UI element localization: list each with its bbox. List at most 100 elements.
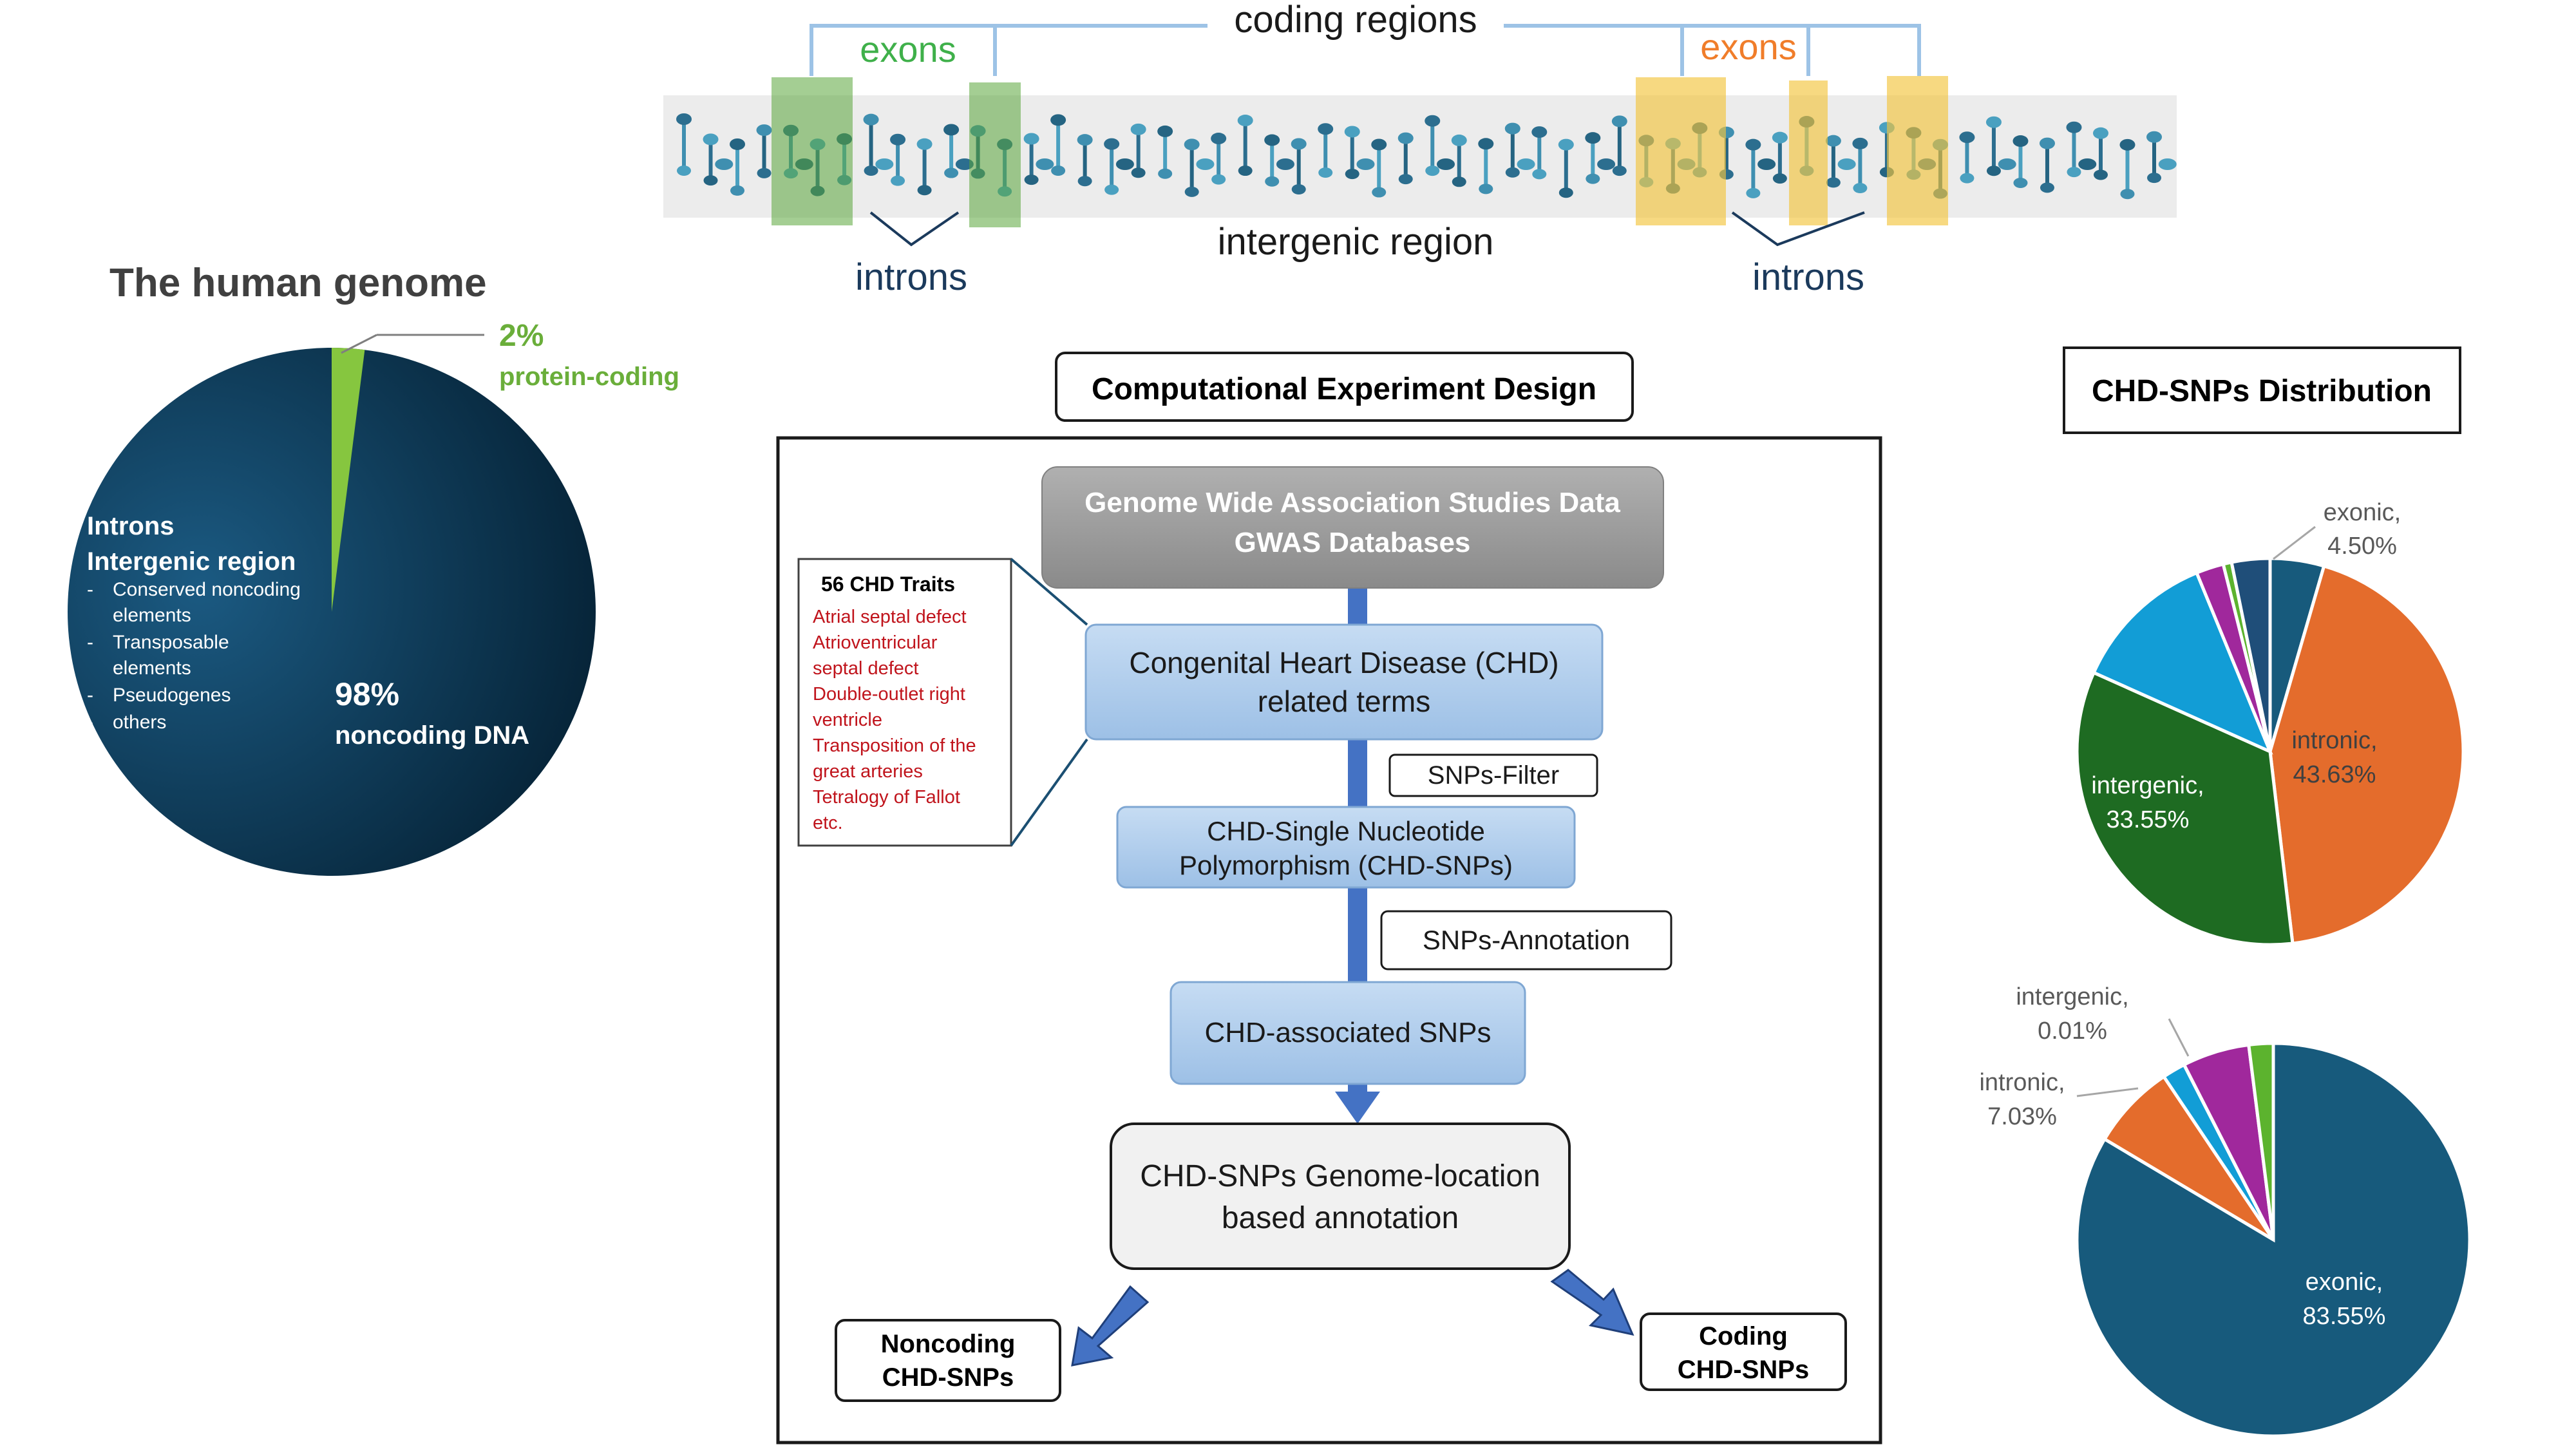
dna-nucleotide [1531,126,1548,138]
dna-nucleotide [1532,169,1547,180]
pie2-exonic-value: 83.55% [2303,1303,2386,1330]
dna-nucleotide [1023,133,1039,145]
genome-pie-coding-slice [332,348,365,612]
dna-nucleotide [757,167,772,178]
genome-list-item-cont: elements [113,658,191,679]
genome-location-line1: CHD-SNPs Genome-location [1140,1159,1540,1193]
dna-nucleotide [1825,135,1841,147]
dna-nucleotide [2158,158,2177,170]
dna-nucleotide [1745,138,1761,151]
chd-terms-line2: related terms [1258,685,1430,718]
dna-nucleotide [864,166,878,176]
distribution-title-box [2063,346,2461,434]
exon-highlight-yellow-1 [1636,77,1726,225]
dna-nucleotide [1184,186,1199,197]
pie1-exonic-label: exonic, [2324,499,2401,526]
pie1-exonic-value: 4.50% [2327,533,2397,560]
dna-nucleotide [1158,168,1173,179]
dna-nucleotide [944,167,959,178]
dna-nucleotide [1505,167,1520,178]
gwas-line1: Genome Wide Association Studies Data [1084,487,1620,518]
pie2-intergenic-label: intergenic, [2016,983,2128,1010]
flow-connector-arrowhead [1335,1092,1380,1124]
noncoding-arrow [1071,1285,1150,1367]
dna-nucleotide [1345,169,1359,180]
dna-nucleotide [730,185,745,196]
chd-associated-label: CHD-associated SNPs [1204,1017,1491,1048]
dna-strip: coding regions exons exons introns intro… [663,0,2177,298]
dna-nucleotide [1504,122,1520,135]
dna-nucleotide [1959,131,1975,144]
dna-nucleotide [1291,184,1306,194]
dna-nucleotide [1985,116,2002,128]
pie2-intergenic-value: 0.01% [2038,1018,2107,1045]
exon-highlight-yellow-3 [1887,76,1948,225]
dna-nucleotide [677,166,691,176]
dna-nucleotide [1479,184,1493,194]
genome-title: The human genome [109,261,487,305]
traits-title: 56 CHD Traits [821,573,955,596]
introns-right-label: introns [1752,256,1864,298]
dna-nucleotide [1960,173,1975,184]
trait-item: Tetralogy of Fallot [813,787,960,808]
dna-nucleotide [1558,138,1574,151]
dna-nucleotide [1115,158,1134,170]
dna-nucleotide [943,124,960,136]
dna-nucleotide [1986,166,2001,176]
genome-list-item: Pseudogenes [113,685,231,706]
exons-right-label: exons [1700,26,1796,67]
dna-nucleotide [1451,134,1467,146]
pie2-exonic-label: exonic, [2306,1269,2383,1296]
genome-list-bullet: - [87,579,93,600]
noncoding-snps-line2: CHD-SNPs [882,1363,1014,1392]
genome-noncoding-label: noncoding DNA [335,721,529,750]
dna-nucleotide [1371,138,1387,151]
gwas-box [1041,466,1664,589]
dna-nucleotide [1425,115,1441,127]
coding-snps-box [1640,1312,1847,1391]
dna-nucleotide [1157,125,1173,137]
dna-nucleotide [1437,158,1455,170]
dna-nucleotide [2146,131,2162,143]
trait-item: Atrial septal defect [813,607,967,627]
design-panel: Computational Experiment Design Genome W… [776,352,1882,1444]
genome-coding-leader [341,334,377,354]
dna-nucleotide [1372,187,1387,198]
pie-slice [2091,571,2273,755]
traits-box [797,558,1012,847]
coding-snps-line1: Coding [1699,1322,1788,1350]
genome-location-line2: based annotation [1222,1201,1459,1235]
introns-left-label: introns [855,256,967,298]
dna-nucleotide [715,158,734,170]
dna-nucleotide [1196,158,1215,170]
pie-slice-intronic [2102,1074,2275,1242]
coding-snps-line2: CHD-SNPs [1678,1356,1809,1384]
dna-nucleotide [1104,138,1120,150]
chd-snp-line1: CHD-Single Nucleotide [1207,816,1485,846]
dna-nucleotide [1036,158,1054,170]
noncoding-snps-box [835,1319,1061,1402]
dna-nucleotide [676,113,692,125]
dna-nucleotide [703,175,718,186]
dna-nucleotide [891,175,905,186]
pie1-intergenic-label: intergenic, [2091,772,2204,799]
snps-filter-label: SNPs-Filter [1428,761,1559,790]
dna-nucleotide [1398,174,1413,185]
dna-nucleotide [1612,166,1627,176]
dna-nucleotide [1077,134,1093,146]
dna-nucleotide [1318,123,1334,135]
dna-nucleotide [730,138,746,150]
pie-slice-intronic [2268,564,2465,945]
dna-nucleotide [703,133,719,146]
introns-left-caret [869,211,960,247]
traits-callout-top [1010,558,1088,626]
dna-nucleotide [955,158,974,170]
dna-nucleotide [1425,166,1440,176]
exon-highlight-green-1 [772,77,853,225]
genome-list: - Conserved noncoding elements - Transpo… [87,579,301,733]
intergenic-region-label: intergenic region [1218,221,1494,263]
dna-nucleotide [1586,173,1600,184]
pie-slice-intergenic [2075,670,2295,947]
genome-list-item: others [113,712,166,733]
